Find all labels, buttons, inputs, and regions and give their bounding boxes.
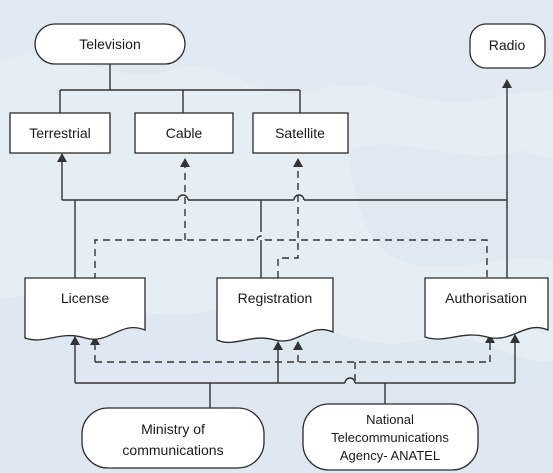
node-cable: Cable (134, 112, 234, 154)
node-satellite-label: Satellite (275, 125, 325, 141)
node-ministry-label-line1: Ministry of (141, 421, 205, 437)
arrow-head-authorisation (510, 334, 520, 343)
dashed-to-satellite (277, 162, 299, 278)
node-registration-label: Registration (238, 290, 313, 306)
node-authorisation: Authorisation (424, 277, 549, 340)
dashed-hop (256, 235, 266, 241)
node-terrestrial: Terrestrial (9, 112, 111, 154)
dashed-license-up (94, 239, 257, 280)
hop-cable (177, 194, 189, 201)
node-television: Television (34, 23, 186, 65)
arrow-head-radio (502, 79, 512, 88)
node-anatel-label-line1: National (366, 412, 414, 427)
node-ministry-label-line2: communications (122, 442, 223, 458)
node-cable-label: Cable (166, 125, 203, 141)
dashed-arrow-head-authorisation (485, 334, 495, 343)
hop-satellite (293, 194, 305, 201)
node-anatel-label-line3: Agency- ANATEL (340, 448, 440, 463)
node-radio-label: Radio (489, 37, 526, 53)
node-radio: Radio (469, 23, 546, 69)
node-license: License (24, 277, 146, 341)
arrow-head-registration (273, 341, 283, 350)
dashed-connectors (90, 158, 495, 383)
arrow-head-license (70, 336, 80, 345)
node-license-label: License (61, 290, 109, 306)
node-anatel: National Telecommunications Agency- ANAT… (302, 403, 479, 471)
dashed-authorisation-up (265, 239, 488, 280)
dashed-arrow-head-license (90, 336, 100, 345)
dashed-arrow-head-satellite (293, 158, 303, 167)
node-authorisation-label: Authorisation (445, 290, 527, 306)
node-anatel-label-line2: Telecommunications (331, 430, 449, 445)
node-terrestrial-label: Terrestrial (29, 125, 90, 141)
dashed-arrow-head-registration (293, 341, 303, 350)
solid-connectors (57, 63, 520, 410)
dashed-arrow-head-cable (180, 158, 190, 167)
node-ministry: Ministry of communications (81, 407, 265, 469)
node-satellite: Satellite (252, 112, 349, 154)
hop-bottom (344, 377, 356, 384)
node-television-label: Television (79, 36, 140, 52)
node-registration: Registration (216, 277, 334, 344)
